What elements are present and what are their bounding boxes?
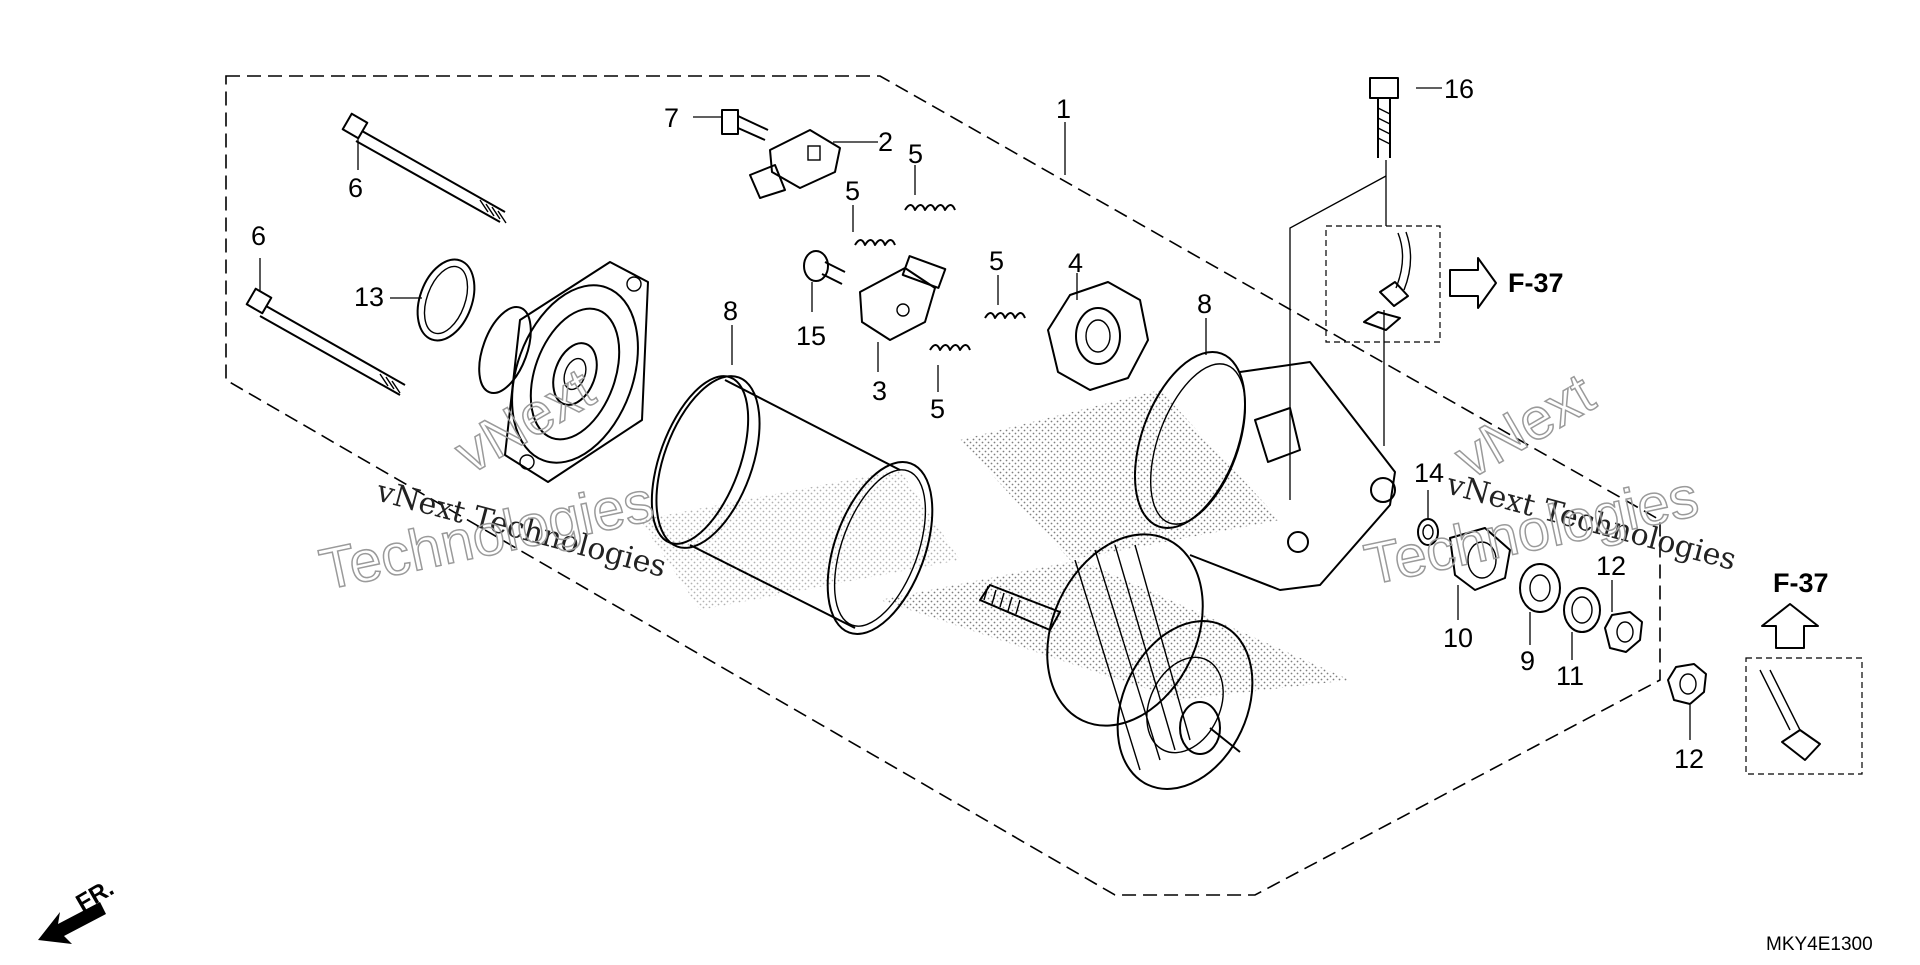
leader-lines <box>259 87 1691 740</box>
callout-labels: 1 2 3 4 5 5 5 5 6 6 7 8 8 9 10 11 12 12 … <box>251 74 1704 774</box>
ref-label-lower: F-37 <box>1773 568 1829 598</box>
screw-7 <box>721 109 769 141</box>
callout-11: 11 <box>1556 661 1584 691</box>
front-indicator-label: FR. <box>72 874 119 917</box>
callout-4: 4 <box>1068 248 1083 278</box>
callout-5d: 5 <box>930 394 945 424</box>
diagram-code: MKY4E1300 <box>1766 934 1873 955</box>
callout-8b: 8 <box>1197 289 1212 319</box>
springs-5 <box>854 204 1026 351</box>
brush-holder-2 <box>749 129 841 199</box>
screw-15 <box>803 250 846 285</box>
callout-14: 14 <box>1414 458 1444 488</box>
bolt-6-upper <box>341 112 507 224</box>
callout-5a: 5 <box>908 139 923 169</box>
brush-holder-3 <box>859 255 947 341</box>
callout-10: 10 <box>1443 623 1473 653</box>
ref-arrow-up <box>1761 603 1819 649</box>
callout-12a: 12 <box>1596 551 1626 581</box>
seal-9 <box>1519 563 1561 613</box>
watermark-right-large-a: vNext <box>1444 361 1605 491</box>
washer-11 <box>1563 587 1601 633</box>
callout-7: 7 <box>664 103 679 133</box>
cable-inset-upper <box>1325 225 1441 446</box>
bushing-10 <box>1449 527 1511 591</box>
callout-13: 13 <box>354 282 384 312</box>
brush-plate-4 <box>1047 281 1149 391</box>
watermark-right-large-b: Technologies <box>1359 464 1704 598</box>
o-ring-13 <box>416 258 476 342</box>
callout-3: 3 <box>872 376 887 406</box>
nut-12-lower <box>1667 663 1707 705</box>
callout-6a: 6 <box>348 173 363 203</box>
washer-14 <box>1417 518 1439 546</box>
ref-arrow-right <box>1449 257 1497 309</box>
stipple-shading <box>640 390 1350 700</box>
callout-12b: 12 <box>1674 744 1704 774</box>
callout-6b: 6 <box>251 221 266 251</box>
front-cover <box>478 261 649 483</box>
assembly-boundary <box>225 75 1661 896</box>
callout-15: 15 <box>796 321 826 351</box>
callout-1: 1 <box>1056 94 1071 124</box>
callout-5b: 5 <box>845 176 860 206</box>
ref-label-right: F-37 <box>1508 268 1564 298</box>
callout-2: 2 <box>878 127 893 157</box>
nut-12-upper <box>1604 611 1643 653</box>
rear-housing <box>1134 351 1396 591</box>
callout-9: 9 <box>1520 646 1535 676</box>
watermark-left-large-b: Technologies <box>314 469 659 603</box>
bolt-6-lower <box>245 287 406 396</box>
callout-16: 16 <box>1444 74 1474 104</box>
callout-5c: 5 <box>989 246 1004 276</box>
front-direction-arrow <box>38 902 106 944</box>
callout-8a: 8 <box>723 296 738 326</box>
bolt-16 <box>1369 77 1399 158</box>
cable-inset-lower <box>1745 657 1863 775</box>
armature <box>979 533 1254 790</box>
yoke-housing-8 <box>650 375 934 635</box>
